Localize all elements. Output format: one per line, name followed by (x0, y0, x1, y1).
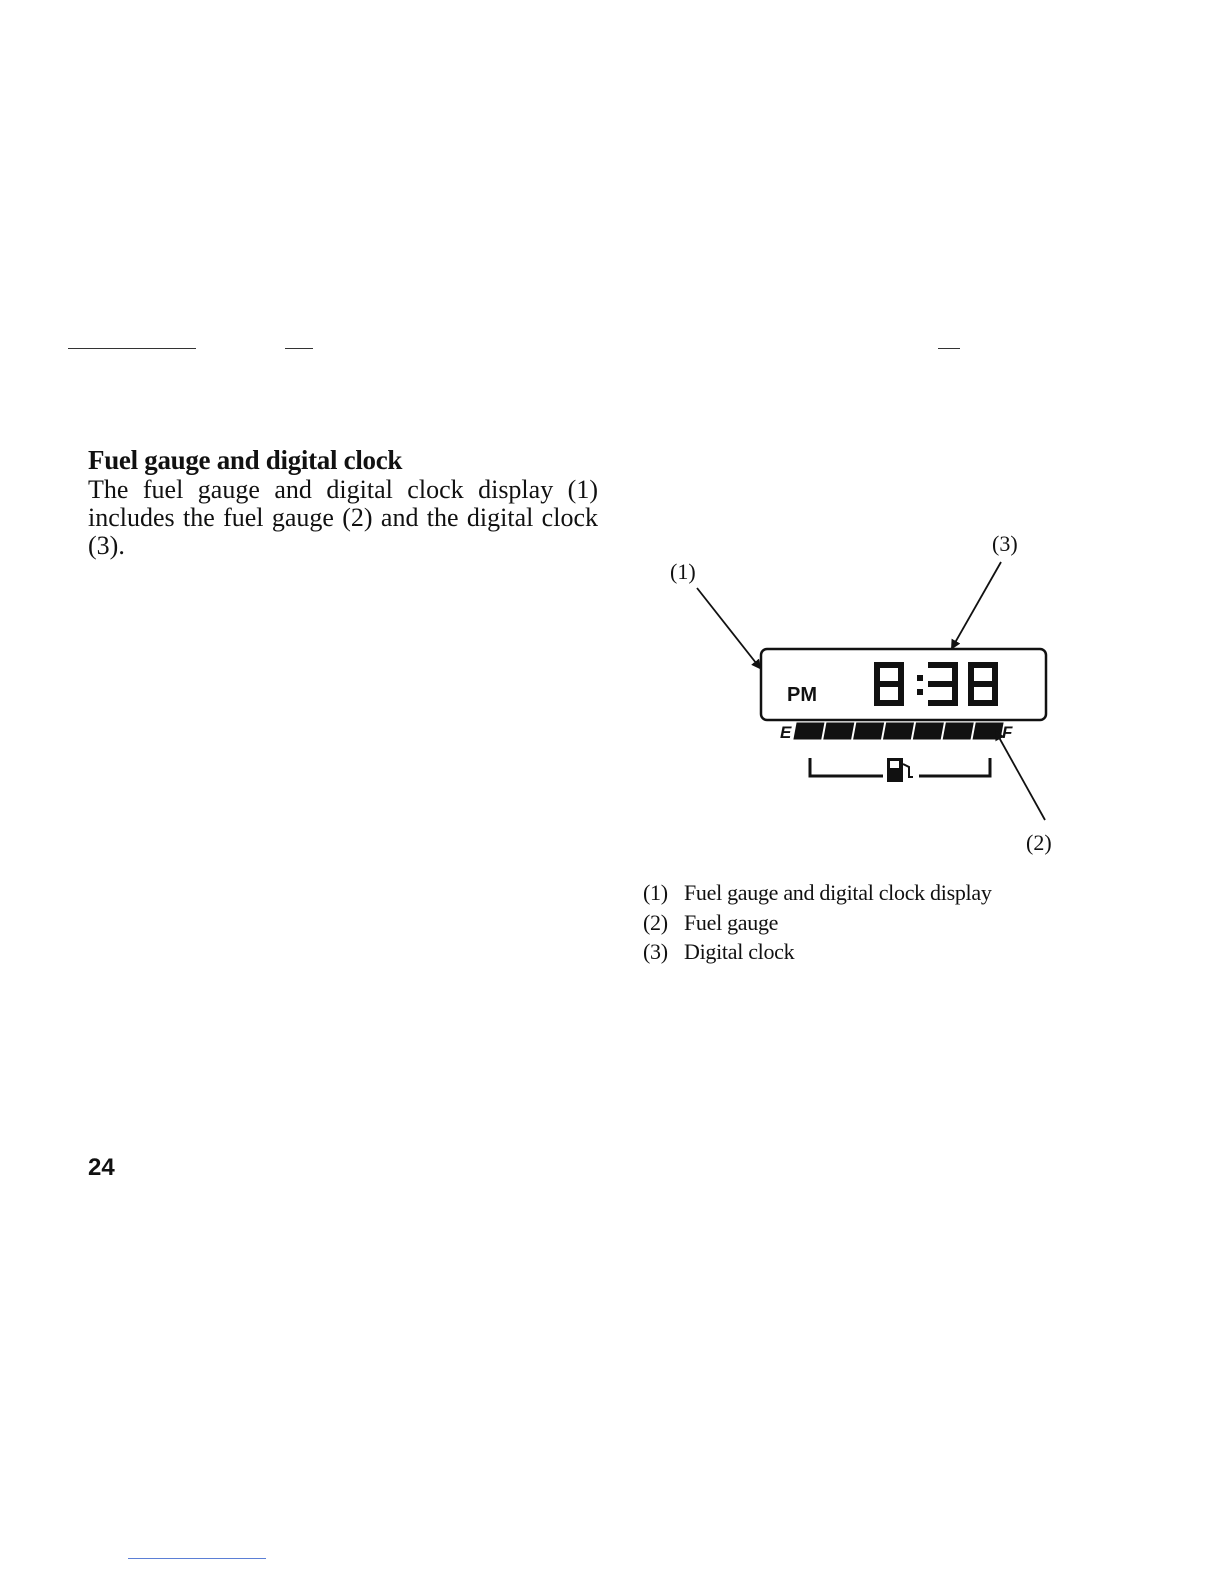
section-title: Fuel gauge and digital clock (88, 445, 402, 476)
lcd-colon-dot (917, 689, 923, 695)
lcd-digit-segment (874, 681, 904, 687)
fuel-gauge-bar (794, 723, 1003, 739)
lcd-digit-segment (874, 684, 880, 706)
fuel-gauge-segment (854, 723, 884, 739)
callout-gauge: (2) (1026, 830, 1052, 855)
fuel-full-label: F (1002, 723, 1013, 742)
callout-display-arrow (697, 588, 760, 668)
fuel-gauge-segment (824, 723, 854, 739)
fuel-clock-illustration: PM E F (1) (3) (2) (640, 520, 1100, 860)
lcd-time-digits (874, 662, 998, 706)
lcd-digit-segment (968, 684, 974, 706)
fuel-gauge-segment (794, 723, 824, 739)
callout-clock-arrow (952, 562, 1001, 648)
legend-item: (1)Fuel gauge and digital clock display (643, 878, 992, 908)
legend-text: Digital clock (684, 939, 794, 964)
scan-artifact-line (938, 348, 960, 349)
lcd-digit-segment (898, 662, 904, 684)
legend-number: (3) (643, 937, 684, 967)
fuel-gauge-segment (884, 723, 914, 739)
callout-display: (1) (670, 559, 696, 584)
lcd-digit-segment (928, 700, 958, 706)
legend-text: Fuel gauge (684, 910, 778, 935)
lcd-digit-segment (992, 662, 998, 684)
lcd-meridiem-label: PM (787, 684, 817, 706)
callout-gauge-arrow (996, 732, 1045, 820)
fuel-gauge-segment (913, 723, 943, 739)
scan-artifact-line (128, 1558, 266, 1559)
legend-number: (2) (643, 908, 684, 938)
legend-text: Fuel gauge and digital clock display (684, 880, 992, 905)
lcd-digit-segment (968, 662, 974, 684)
fuel-empty-label: E (780, 723, 792, 742)
legend-item: (3)Digital clock (643, 937, 992, 967)
legend-number: (1) (643, 878, 684, 908)
page-number: 24 (88, 1154, 115, 1182)
fuel-pump-icon (887, 758, 913, 782)
fuel-clock-figure: PM E F (1) (3) (2) (640, 520, 1100, 860)
lcd-digit-segment (968, 681, 998, 687)
legend-item: (2)Fuel gauge (643, 908, 992, 938)
lcd-digit-segment (874, 662, 880, 684)
scan-artifact-line (68, 348, 196, 349)
callout-clock: (3) (992, 531, 1018, 556)
lcd-digit-segment (952, 662, 958, 684)
scan-artifact-line (285, 348, 313, 349)
lcd-colon-dot (917, 675, 923, 681)
fuel-gauge-segment (943, 723, 973, 739)
figure-legend: (1)Fuel gauge and digital clock display … (643, 878, 992, 967)
section-paragraph: The fuel gauge and digital clock display… (88, 476, 598, 560)
lcd-digit-segment (928, 681, 958, 687)
